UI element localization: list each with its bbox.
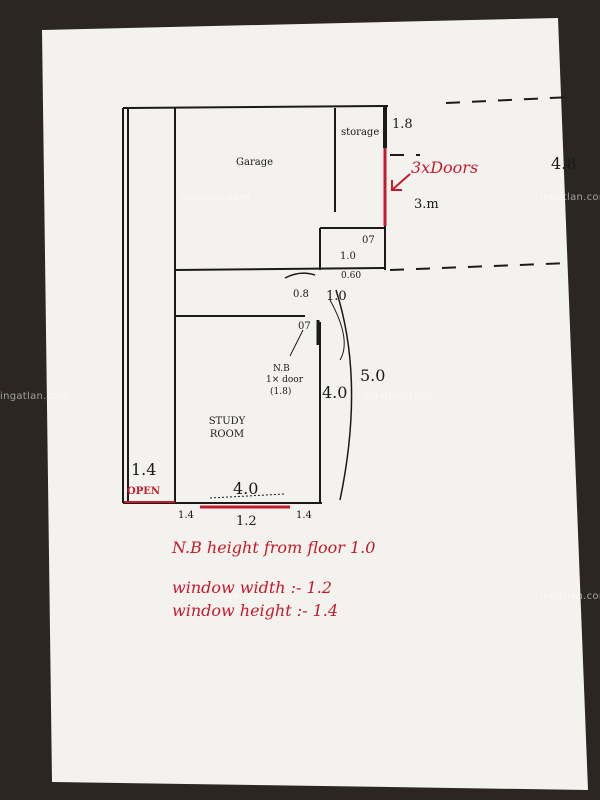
bottom-wall-dimension: 4.0 xyxy=(233,479,259,498)
open-label: OPEN xyxy=(127,486,160,497)
door-width-08: 0.8 xyxy=(293,289,309,300)
overall-width-dimension: 4.8 xyxy=(551,154,577,173)
left-width-dimension: 1.4 xyxy=(131,460,157,479)
watermark: ingatlan.com xyxy=(362,391,431,402)
door-note-height: (1.8) xyxy=(270,387,292,397)
small-box-gap: 0.60 xyxy=(341,271,362,281)
watermark: ingatlan.com xyxy=(181,192,250,203)
doors-arrow xyxy=(391,173,411,191)
plan-walls xyxy=(122,105,389,504)
nb-label: N.B xyxy=(273,364,290,374)
nb-height-note: N.B height from floor 1.0 xyxy=(172,538,376,557)
window-height-note: window height :- 1.4 xyxy=(172,601,339,620)
watermark: ingatlan.com xyxy=(540,591,600,602)
width-guides xyxy=(389,96,573,271)
bottom-right-dimension: 1.4 xyxy=(296,510,312,521)
door-note: 1× door xyxy=(266,375,304,385)
small-box-width: 1.0 xyxy=(340,251,356,262)
top-right-dimension: 1.8 xyxy=(392,117,413,132)
watermark: ingatlan.com xyxy=(0,391,69,402)
doors-width-dimension: 3.m xyxy=(414,197,439,212)
window-width-note: window width :- 1.2 xyxy=(172,578,332,597)
window-hatch xyxy=(209,493,286,499)
garage-label: Garage xyxy=(236,157,274,168)
paper-sheet xyxy=(42,18,588,790)
watermark: ingatlan.com xyxy=(216,591,285,602)
bottom-mid-dimension: 1.2 xyxy=(236,514,257,529)
right-length-dimension: 4.0 xyxy=(322,383,348,402)
door-width-07: 07 xyxy=(298,321,311,332)
outer-length-dimension: 5.0 xyxy=(360,366,386,385)
study-room-label: STUDY ROOM xyxy=(208,416,246,440)
storage-label: storage xyxy=(341,127,380,138)
watermark: ingatlan.com xyxy=(540,192,600,203)
door-swing xyxy=(284,272,353,501)
bottom-left-dimension: 1.4 xyxy=(178,510,194,521)
door-width-10: 1.0 xyxy=(326,289,347,304)
doors-label: 3xDoors xyxy=(411,158,479,177)
small-box-height: 07 xyxy=(362,235,375,246)
